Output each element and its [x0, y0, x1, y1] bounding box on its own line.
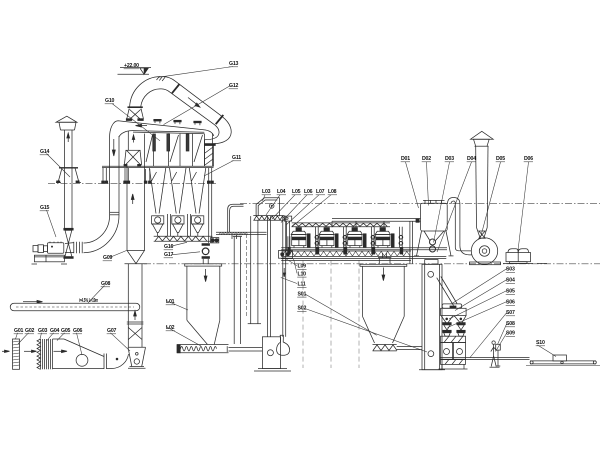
svg-text:+22.00: +22.00 [124, 63, 139, 69]
svg-text:G11: G11 [232, 155, 241, 161]
svg-text:L08: L08 [328, 189, 337, 195]
svg-text:G07: G07 [107, 328, 117, 334]
svg-text:G02: G02 [25, 328, 35, 334]
svg-text:S08: S08 [506, 321, 515, 327]
svg-text:G09: G09 [103, 255, 113, 261]
svg-text:S09: S09 [506, 331, 515, 337]
svg-text:S01: S01 [298, 291, 307, 297]
svg-text:L03: L03 [262, 189, 271, 195]
svg-text:S07: S07 [506, 310, 515, 316]
svg-text:S03: S03 [506, 267, 515, 273]
svg-text:L11: L11 [298, 282, 306, 288]
svg-text:L07: L07 [316, 189, 325, 195]
svg-text:L10: L10 [298, 271, 307, 277]
svg-text:D02: D02 [422, 156, 431, 162]
svg-text:D06: D06 [524, 156, 533, 162]
svg-text:L04: L04 [277, 189, 286, 195]
svg-text:S06: S06 [506, 300, 515, 306]
svg-text:G04: G04 [50, 328, 60, 334]
svg-text:S04: S04 [506, 278, 515, 284]
svg-text:L09: L09 [298, 264, 307, 270]
svg-text:G17: G17 [164, 252, 174, 258]
svg-text:G08: G08 [101, 281, 111, 287]
svg-text:G14: G14 [40, 149, 50, 155]
svg-text:D03: D03 [445, 156, 454, 162]
svg-text:S10: S10 [536, 340, 545, 346]
svg-text:G13: G13 [229, 61, 239, 67]
svg-text:S05: S05 [506, 289, 515, 295]
svg-text:L01: L01 [166, 299, 175, 305]
svg-text:G16: G16 [164, 244, 174, 250]
svg-text:D01: D01 [401, 156, 410, 162]
svg-text:L02: L02 [166, 325, 175, 331]
svg-text:G12: G12 [229, 83, 239, 89]
svg-text:G10: G10 [105, 98, 115, 104]
svg-text:G01: G01 [14, 328, 24, 334]
svg-text:D05: D05 [496, 156, 505, 162]
svg-text:L05: L05 [292, 189, 301, 195]
svg-text:G06: G06 [73, 328, 83, 334]
svg-text:L06: L06 [304, 189, 313, 195]
svg-text:D04: D04 [467, 156, 476, 162]
svg-text:G05: G05 [61, 328, 71, 334]
svg-text:S02: S02 [298, 306, 307, 312]
svg-text:G03: G03 [38, 328, 48, 334]
svg-text:i=4.5% L=19m: i=4.5% L=19m [79, 298, 98, 304]
svg-text:G15: G15 [40, 205, 50, 211]
